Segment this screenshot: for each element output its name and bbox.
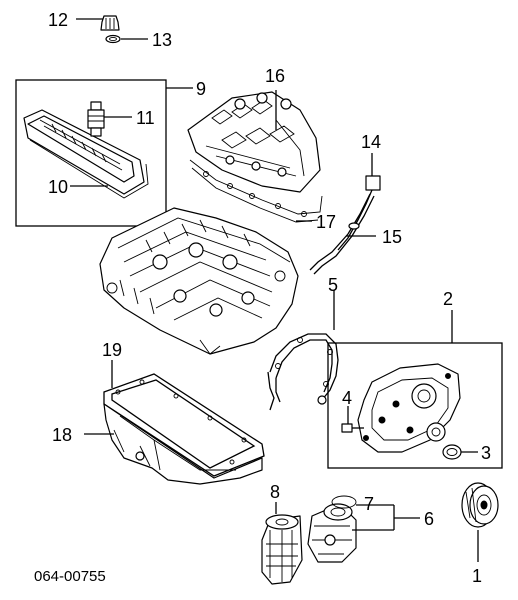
valve-cover-group-box — [15, 79, 193, 227]
callout-6: 6 — [424, 509, 434, 529]
callout-9: 9 — [196, 79, 206, 99]
callout-13: 13 — [152, 30, 172, 50]
dipstick-tube — [309, 193, 375, 275]
front-cover — [357, 363, 461, 453]
callout-10: 10 — [48, 177, 68, 197]
oil-pan — [103, 403, 263, 485]
callout-4: 4 — [342, 388, 352, 408]
valve-cover — [23, 109, 149, 199]
intake-manifold — [187, 91, 321, 193]
callout-11: 11 — [136, 108, 155, 128]
callout-5: 5 — [328, 275, 338, 295]
callout-18: 18 — [52, 425, 72, 445]
front-cover-group-box — [327, 310, 503, 469]
callout-1: 1 — [472, 566, 482, 586]
engine-block — [99, 207, 299, 355]
callout-3: 3 — [481, 443, 491, 463]
callout-16: 16 — [265, 66, 285, 86]
diagram-code: 064-00755 — [34, 568, 106, 585]
callout-8: 8 — [270, 482, 280, 502]
intake-gasket — [189, 159, 323, 223]
oil-filter — [261, 514, 303, 585]
front-seal — [442, 444, 462, 460]
callout-2: 2 — [443, 289, 453, 309]
oil-filler-cap — [100, 15, 120, 31]
callout-17: 17 — [316, 212, 336, 232]
callout-14: 14 — [361, 132, 381, 152]
pcv-valve — [87, 101, 105, 137]
callout-7: 7 — [364, 494, 374, 514]
callout-19: 19 — [102, 340, 122, 360]
callout-12: 12 — [48, 10, 68, 30]
callout-15: 15 — [382, 227, 402, 247]
cover-bolt — [341, 423, 364, 433]
oil-pickup-gasket — [267, 333, 339, 411]
crankshaft-pulley — [461, 482, 499, 528]
filter-adapter — [307, 503, 357, 563]
filler-cap-seal — [105, 34, 121, 44]
adapter-gasket — [331, 495, 357, 509]
